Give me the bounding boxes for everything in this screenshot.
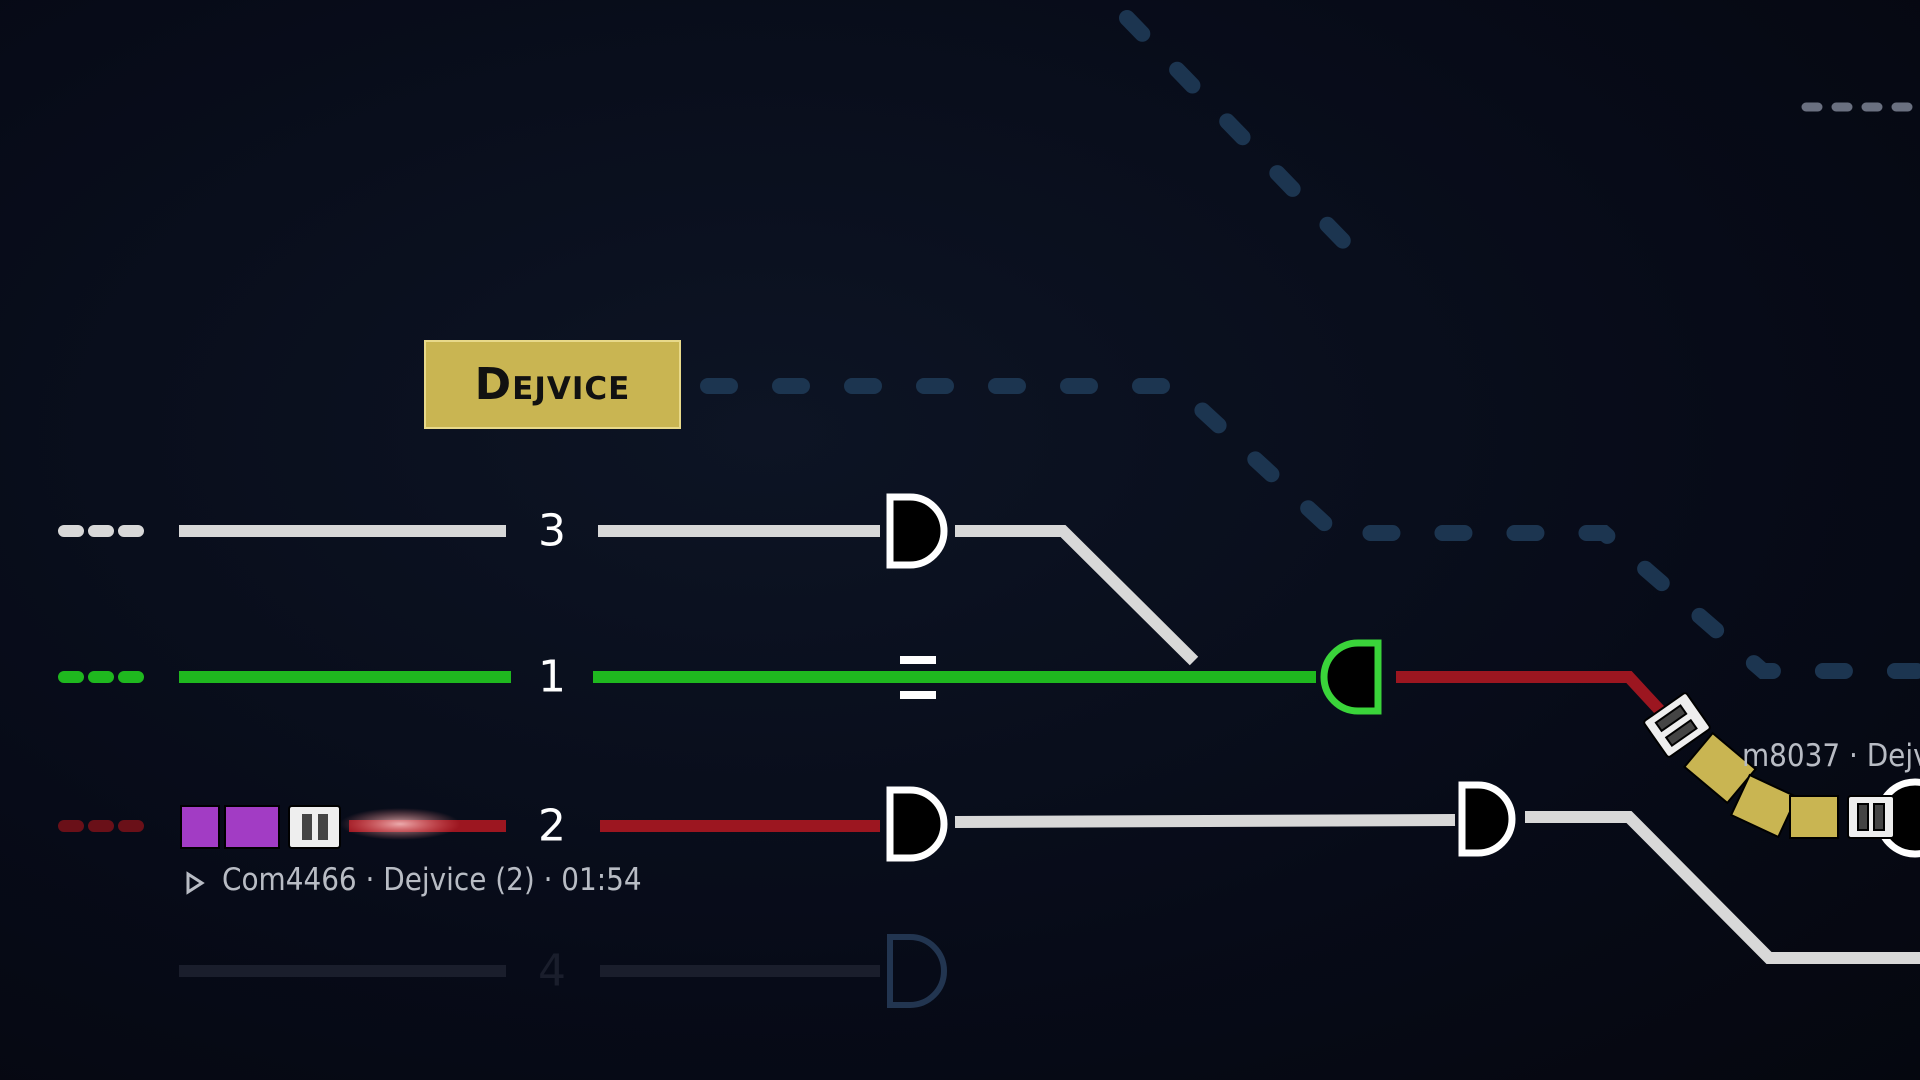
station-label: Dejvice bbox=[424, 340, 681, 429]
track-2[interactable] bbox=[58, 811, 1920, 964]
train-glow bbox=[340, 808, 460, 840]
signal-track-1[interactable] bbox=[1320, 639, 1382, 715]
train-com4466[interactable] bbox=[180, 805, 341, 849]
track-number-4: 4 bbox=[538, 945, 566, 997]
track-number-2: 2 bbox=[538, 800, 566, 852]
track-3[interactable] bbox=[58, 525, 1199, 666]
signal-track-3[interactable] bbox=[886, 493, 948, 569]
signal-track-2[interactable] bbox=[886, 786, 948, 862]
play-triangle-icon bbox=[186, 871, 205, 895]
planned-route bbox=[700, 10, 1920, 679]
train-info-m8037: m8037 · Dejv bbox=[1742, 738, 1920, 774]
track-number-1: 1 bbox=[538, 651, 566, 703]
train-m8037[interactable] bbox=[1643, 692, 1895, 839]
track-number-3: 3 bbox=[538, 505, 566, 557]
signal-track-4[interactable] bbox=[887, 934, 947, 1008]
signal-track-2-exit[interactable] bbox=[1458, 781, 1516, 857]
train-info-com4466: Com4466 · Dejvice (2) · 01:54 bbox=[222, 862, 642, 898]
track-1[interactable] bbox=[58, 656, 1670, 721]
